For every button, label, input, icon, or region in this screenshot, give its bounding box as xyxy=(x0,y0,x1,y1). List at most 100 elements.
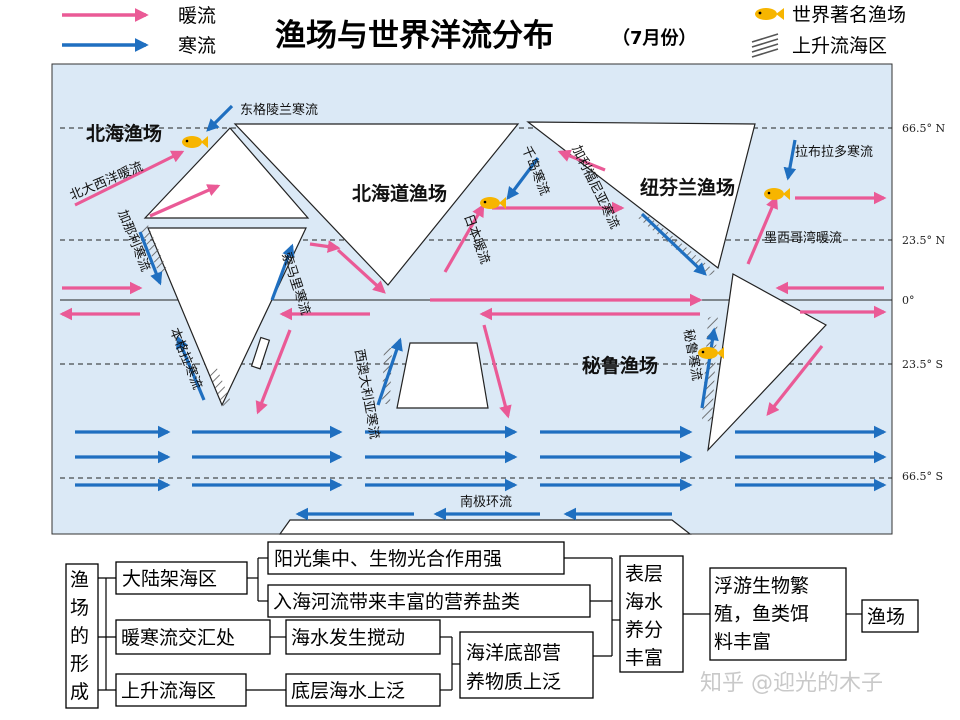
fishery-label-peru: 秘鲁渔场 xyxy=(582,354,658,377)
warm-indian-loop xyxy=(336,248,386,294)
watermark: 知乎 @迎光的木子 xyxy=(700,671,883,696)
cold-east-greenland xyxy=(206,104,234,132)
box-nutrients-up: 海洋底部营 养物质上泛 xyxy=(459,631,594,699)
cause-shelf-text: 大陆架海区 xyxy=(122,568,217,590)
stir-text: 海水发生搅动 xyxy=(291,627,405,649)
legend-cold-label: 寒流 xyxy=(178,35,216,57)
fish-icon-hokkaido xyxy=(480,197,506,209)
plankton-line-3: 料丰富 xyxy=(714,631,771,653)
latitude-labels: 66.5° N 23.5° N 0° 23.5° S 66.5° S xyxy=(902,122,945,483)
warm-brazil xyxy=(766,345,824,417)
box-plankton: 浮游生物繁 殖，鱼类饵 料丰富 xyxy=(709,567,847,661)
current-label-gulf-stream: 墨西哥湾暖流 xyxy=(764,230,842,246)
formation-flowchart: 渔 场 的 形 成 大陆架海区 暖寒流交汇处 上升流海区 阳光集中、生物光合作用… xyxy=(65,541,919,709)
legend-fishery-label: 世界著名渔场 xyxy=(792,4,906,26)
shelf-effect-1-text: 阳光集中、生物光合作用强 xyxy=(274,548,502,570)
cold-benguela xyxy=(176,335,206,401)
box-cause-upwelling: 上升流海区 xyxy=(115,673,247,707)
surface-rich-line-3: 养分 xyxy=(625,619,663,641)
australia-landmass xyxy=(396,342,489,409)
world-map: 66.5° N 23.5° N 0° 23.5° S 66.5° S xyxy=(51,63,945,535)
current-label-east-greenland: 东格陵兰寒流 xyxy=(240,102,318,118)
fishery-markers xyxy=(182,136,790,359)
flowchart-connectors xyxy=(98,557,862,691)
legend: 暖流 寒流 世界著名渔场 上升流海区 xyxy=(62,4,906,58)
box-stir: 海水发生搅动 xyxy=(285,619,441,655)
root-char-1: 渔 xyxy=(70,569,89,591)
cold-california xyxy=(640,212,707,276)
south-america-landmass xyxy=(707,273,827,452)
nutrients-up-line-1: 海洋底部营 xyxy=(466,642,561,664)
root-char-5: 成 xyxy=(70,681,89,703)
surface-rich-line-2: 海水 xyxy=(625,591,663,613)
warm-alaska xyxy=(557,149,606,172)
warm-gulf-stream xyxy=(746,195,778,265)
fish-icon-peru xyxy=(698,347,724,359)
surface-rich-line-1: 表层 xyxy=(625,563,663,585)
upwelling-canary xyxy=(140,225,168,276)
legend-warm-label: 暖流 xyxy=(178,5,216,27)
box-cause-shelf: 大陆架海区 xyxy=(115,561,248,595)
root-char-2: 场 xyxy=(70,597,89,619)
box-shelf-effect-2: 入海河流带来丰富的营养盐类 xyxy=(267,584,591,618)
box-root: 渔 场 的 形 成 xyxy=(65,563,99,709)
warm-east-australia xyxy=(482,324,512,419)
box-shelf-effect-1: 阳光集中、生物光合作用强 xyxy=(267,541,565,575)
warm-north-atlantic xyxy=(74,150,185,207)
warm-currents xyxy=(59,149,887,419)
cause-confluence-text: 暖寒流交汇处 xyxy=(121,627,235,649)
box-upwell: 底层海水上泛 xyxy=(285,673,441,707)
box-cause-confluence: 暖寒流交汇处 xyxy=(115,619,271,655)
cold-oyashio xyxy=(506,157,540,201)
box-surface-rich: 表层 海水 养分 丰富 xyxy=(619,555,684,673)
page-title: 渔场与世界洋流分布 xyxy=(275,18,554,54)
page-title-month: （7月份） xyxy=(612,27,697,49)
lat-66s: 66.5° S xyxy=(902,470,943,483)
upwelling-benguela xyxy=(208,366,232,408)
fishery-label-hokkaido: 北海道渔场 xyxy=(352,182,447,205)
current-label-antarctic: 南极环流 xyxy=(460,494,512,510)
lat-0: 0° xyxy=(902,294,915,307)
lat-66n: 66.5° N xyxy=(902,122,945,135)
east-asia-landmass xyxy=(526,121,756,270)
surface-rich-line-4: 丰富 xyxy=(625,647,663,669)
root-char-3: 的 xyxy=(70,625,89,647)
warm-ne-atlantic xyxy=(149,184,221,218)
plankton-line-2: 殖，鱼类饵 xyxy=(714,603,809,625)
cold-peru xyxy=(700,327,719,409)
cold-west-australia xyxy=(376,337,403,406)
warm-mozambique xyxy=(255,329,292,415)
cold-labrador xyxy=(783,139,797,181)
legend-upwelling-icon xyxy=(751,33,779,58)
eurasia-landmass xyxy=(233,123,520,286)
fish-icon-north-sea xyxy=(182,136,208,148)
continents xyxy=(143,121,827,535)
plankton-line-1: 浮游生物繁 xyxy=(714,575,809,597)
legend-fish-icon xyxy=(755,8,784,20)
lat-23n: 23.5° N xyxy=(902,234,945,247)
cold-canary xyxy=(138,231,163,286)
current-label-labrador: 拉布拉多寒流 xyxy=(795,144,873,160)
cold-currents xyxy=(75,104,887,521)
cause-upwelling-text: 上升流海区 xyxy=(121,680,216,702)
root-char-4: 形 xyxy=(70,653,89,675)
legend-upwelling-label: 上升流海区 xyxy=(792,35,887,57)
shelf-effect-2-text: 入海河流带来丰富的营养盐类 xyxy=(273,591,520,613)
antarctica-landmass xyxy=(278,519,692,535)
fishery-label-newfoundland: 纽芬兰渔场 xyxy=(640,176,735,199)
upwell-text: 底层海水上泛 xyxy=(291,680,405,702)
madagascar-island xyxy=(250,336,271,370)
result-text: 渔场 xyxy=(867,606,905,628)
nutrients-up-line-2: 养物质上泛 xyxy=(466,671,561,693)
warm-kuroshio xyxy=(443,203,485,273)
warm-indian-nw xyxy=(309,240,341,253)
europe-landmass xyxy=(143,127,310,219)
cold-west-wind-drift xyxy=(75,425,887,492)
box-result: 渔场 xyxy=(861,599,919,633)
fishery-label-north-sea: 北海渔场 xyxy=(86,122,162,145)
africa-landmass xyxy=(147,227,307,407)
fish-icon-newfoundland xyxy=(764,188,790,200)
lat-23s: 23.5° S xyxy=(902,358,943,371)
cold-somali xyxy=(270,243,295,301)
